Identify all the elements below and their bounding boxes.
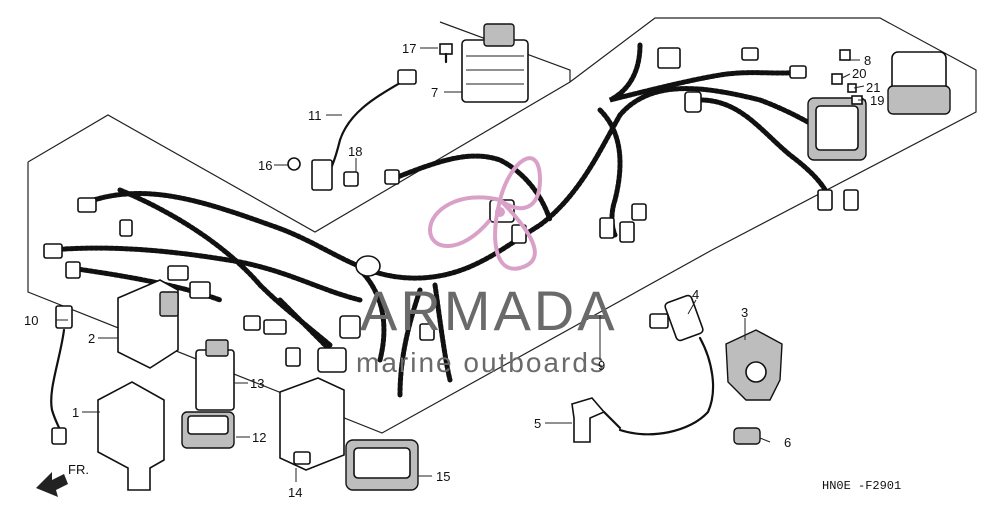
callout-10: 10 — [24, 313, 38, 328]
callout-3: 3 — [741, 305, 748, 320]
callout-11: 11 — [308, 108, 322, 123]
direction-label: FR. — [68, 462, 89, 477]
callout-17: 17 — [402, 41, 416, 56]
watermark-tagline: marine outboards — [356, 347, 606, 378]
callout-20: 20 — [852, 66, 866, 81]
callout-15: 15 — [436, 469, 450, 484]
callout-7: 7 — [431, 85, 438, 100]
callout-leaders — [56, 47, 866, 482]
callout-13: 13 — [250, 376, 264, 391]
clamp-6 — [733, 427, 761, 445]
callout-16: 16 — [258, 158, 272, 173]
connector-10 — [50, 305, 73, 445]
cdi-unit-2 — [117, 279, 179, 369]
forward-arrow-icon — [36, 472, 68, 497]
callout-labels: 1 2 3 4 5 6 7 8 9 10 11 12 13 14 15 16 1… — [24, 41, 884, 500]
ignition-unit-14 — [279, 377, 345, 471]
callout-14: 14 — [288, 485, 302, 500]
plug-cap-5 — [571, 397, 622, 443]
callout-4: 4 — [692, 287, 699, 302]
bolt-18 — [343, 171, 359, 187]
ignition-coil-4 — [618, 294, 715, 436]
regulator-rectifier — [461, 23, 529, 103]
harness-connectors — [43, 47, 859, 373]
callout-9: 9 — [598, 358, 605, 373]
sub-harness-11 — [311, 69, 417, 191]
diagram-code: HN0E -F2901 — [822, 479, 901, 493]
holder-1 — [97, 381, 165, 491]
bolt-17 — [439, 43, 453, 64]
pulser-3 — [725, 329, 783, 401]
callout-21: 21 — [866, 80, 880, 95]
fuse-box — [807, 49, 951, 161]
bolt-16 — [287, 157, 301, 171]
callout-8: 8 — [864, 53, 871, 68]
callout-18: 18 — [348, 144, 362, 159]
watermark-brand: ARMADA — [360, 279, 618, 342]
callout-6: 6 — [784, 435, 791, 450]
callout-12: 12 — [252, 430, 266, 445]
callout-5: 5 — [534, 416, 541, 431]
callout-1: 1 — [72, 405, 79, 420]
cover-15 — [345, 439, 419, 491]
cover-12 — [181, 411, 235, 449]
callout-2: 2 — [88, 331, 95, 346]
callout-19: 19 — [870, 93, 884, 108]
propeller-logo-icon — [427, 156, 543, 271]
relay-13 — [195, 339, 235, 411]
